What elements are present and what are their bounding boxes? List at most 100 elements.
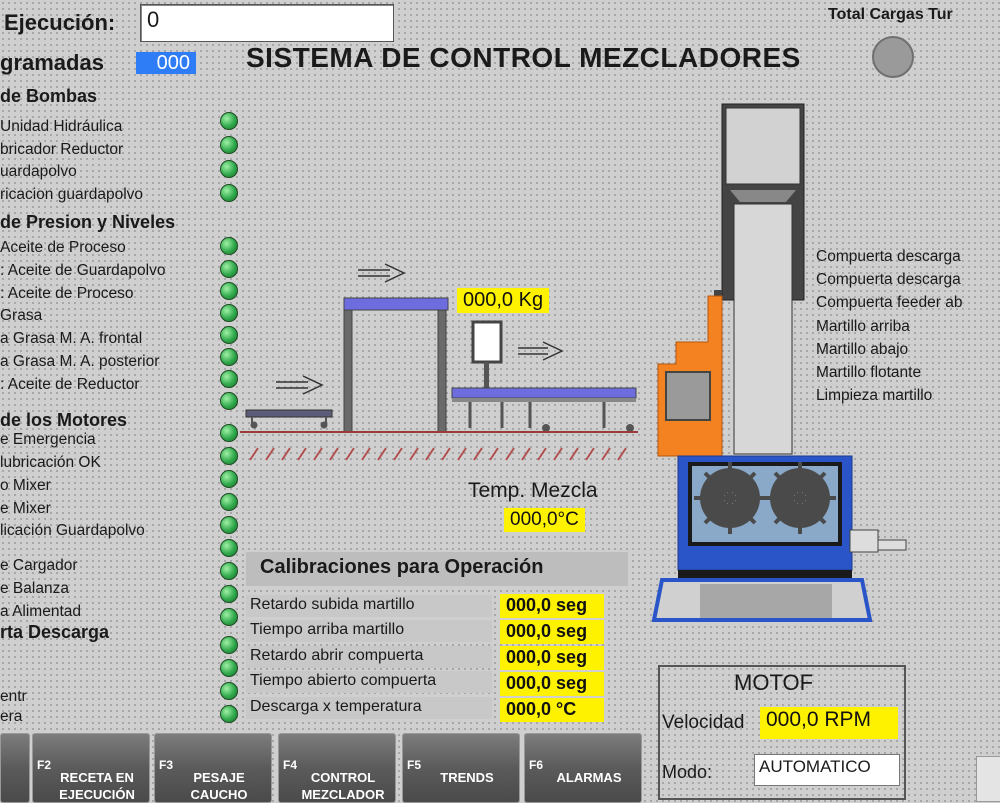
calibration-value[interactable]: 000,0 seg: [500, 672, 604, 696]
function-key-code: F4: [283, 758, 298, 772]
status-label: o Mixer: [0, 477, 51, 494]
calibration-value[interactable]: 000,0 °C: [500, 698, 604, 722]
status-label: licación Guardapolvo: [0, 522, 145, 539]
status-led: [220, 659, 238, 677]
page-title: SISTEMA DE CONTROL MEZCLADORES: [246, 42, 801, 73]
status-label: e Cargador: [0, 557, 78, 574]
function-key-code: F5: [407, 758, 422, 772]
status-led: [220, 392, 238, 410]
status-label: era: [0, 708, 23, 725]
status-led: [220, 304, 238, 322]
status-led: [220, 608, 238, 626]
status-label: a Alimentad: [0, 603, 81, 620]
status-label: : Aceite de Proceso: [0, 285, 134, 302]
mixer-status-label: Martillo arriba: [816, 318, 910, 335]
status-label: Unidad Hidráulica: [0, 118, 123, 135]
mix-temp-label: Temp. Mezcla: [468, 479, 598, 502]
status-led: [220, 682, 238, 700]
function-key-f2[interactable]: F2 RECETA EN EJECUCIÓN: [32, 733, 150, 803]
status-led: [220, 470, 238, 488]
status-led: [220, 636, 238, 654]
calibration-title: Calibraciones para Operación: [246, 552, 628, 586]
motor-mode-select[interactable]: AUTOMATICO: [754, 754, 900, 786]
status-led: [220, 370, 238, 388]
calibration-label: Retardo subida martillo: [246, 595, 492, 617]
motor-speed-display: 000,0 RPM: [760, 707, 898, 739]
status-led: [220, 136, 238, 154]
status-label: e Balanza: [0, 580, 69, 597]
status-label: lubricación OK: [0, 454, 101, 471]
status-led: [220, 424, 238, 442]
motor-panel: [658, 665, 906, 800]
status-label: a Grasa M. A. posterior: [0, 353, 160, 370]
status-label: : Aceite de Reductor: [0, 376, 140, 393]
status-led: [220, 112, 238, 130]
status-led: [220, 160, 238, 178]
section-title-pressure-levels: de Presion y Niveles: [0, 212, 176, 232]
mixer-status-label: Limpieza martillo: [816, 387, 933, 404]
calibration-label: Descarga x temperatura: [246, 697, 492, 719]
function-key-code: F3: [159, 758, 174, 772]
status-label: : Aceite de Guardapolvo: [0, 262, 166, 279]
function-key-label: TRENDS: [440, 770, 494, 785]
calibration-label: Retardo abrir compuerta: [246, 646, 492, 668]
mixer-status-label: Martillo flotante: [816, 364, 922, 381]
execution-label: Ejecución:: [4, 10, 116, 35]
status-led: [220, 184, 238, 202]
motor-speed-label: Velocidad: [662, 712, 745, 733]
status-led: [220, 516, 238, 534]
status-led: [220, 348, 238, 366]
calibration-value[interactable]: 000,0 seg: [500, 620, 604, 644]
weight-display: 000,0 Kg: [457, 288, 550, 313]
function-key-code: F6: [529, 758, 544, 772]
status-led: [220, 562, 238, 580]
flow-arrow-icon: [518, 341, 564, 361]
function-key-label: PESAJE CAUCHO: [190, 770, 248, 802]
status-led: [220, 237, 238, 255]
function-key-f5[interactable]: F5 TRENDS: [402, 733, 520, 803]
status-led: [220, 260, 238, 278]
programmed-label: gramadas: [0, 50, 104, 75]
function-key-label: CONTROL MEZCLADOR: [301, 770, 385, 802]
status-label: ricacion guardapolvo: [0, 186, 144, 203]
execution-input[interactable]: 0: [140, 4, 394, 42]
function-key-code: F2: [37, 758, 52, 772]
function-key-f6[interactable]: F6 ALARMAS: [524, 733, 642, 803]
status-led: [220, 539, 238, 557]
function-key-f3[interactable]: F3 PESAJE CAUCHO: [154, 733, 272, 803]
section-title-motors: de los Motores: [0, 410, 128, 430]
calibration-value[interactable]: 000,0 seg: [500, 646, 604, 670]
total-loads-label: Total Cargas Tur: [828, 6, 953, 23]
status-label: e Mixer: [0, 500, 51, 517]
status-led: [220, 326, 238, 344]
status-led: [220, 585, 238, 603]
status-label: uardapolvo: [0, 163, 77, 180]
section-title-pumps: de Bombas: [0, 86, 98, 106]
status-label: a Grasa M. A. frontal: [0, 330, 143, 347]
calibration-value[interactable]: 000,0 seg: [500, 594, 604, 618]
function-key-f1[interactable]: [0, 733, 30, 803]
mixer-status-label: Compuerta feeder ab: [816, 294, 963, 311]
edge-button[interactable]: [976, 756, 1000, 802]
status-label: Grasa: [0, 307, 43, 324]
motor-mode-label: Modo:: [662, 762, 713, 782]
total-loads-indicator: [872, 36, 914, 78]
mix-temp-display: 000,0°C: [504, 508, 585, 532]
status-led: [220, 493, 238, 511]
status-led: [220, 705, 238, 723]
mixer-machine-diagram: [652, 103, 907, 622]
status-label: entr: [0, 688, 27, 705]
function-key-f4[interactable]: F4 CONTROL MEZCLADOR: [278, 733, 396, 803]
flow-arrow-icon: [276, 375, 324, 395]
mixer-status-label: Compuerta descarga: [816, 271, 961, 288]
programmed-value: 000: [136, 52, 196, 74]
calibration-label: Tiempo abierto compuerta: [246, 671, 492, 693]
mixer-status-label: Compuerta descarga: [816, 248, 961, 265]
section-title-discharge: rta Descarga: [0, 622, 110, 642]
calibration-label: Tiempo arriba martillo: [246, 620, 492, 642]
status-label: bricador Reductor: [0, 141, 124, 158]
status-label: Aceite de Proceso: [0, 239, 126, 256]
motor-panel-title: MOTOF: [734, 670, 814, 695]
function-key-label: ALARMAS: [556, 770, 622, 785]
conveyor-diagram: [240, 263, 638, 461]
